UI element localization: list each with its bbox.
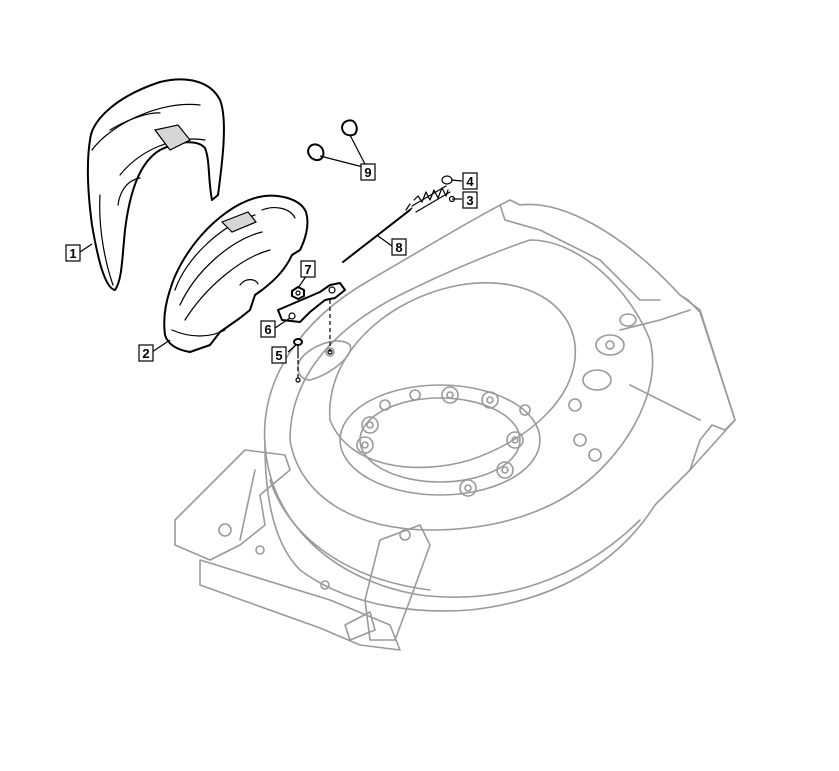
callout-number: 8 (395, 240, 402, 255)
callout-number: 5 (275, 348, 282, 363)
assembly-lines (295, 300, 333, 383)
callout-5: 5 (271, 346, 287, 364)
leader-lines (79, 134, 463, 353)
callout-8: 8 (391, 238, 407, 256)
mounting-bracket (277, 282, 346, 323)
rear-guard-upper (86, 78, 225, 291)
callout-3: 3 (462, 191, 478, 209)
end-caps (307, 119, 358, 161)
rear-guard-lower (163, 194, 309, 353)
callout-number: 6 (264, 322, 271, 337)
screw (293, 338, 303, 359)
torsion-spring (405, 185, 451, 213)
hinge-rod (342, 207, 413, 263)
callout-1: 1 (65, 244, 81, 262)
callout-number: 3 (466, 193, 473, 208)
callout-9: 9 (360, 163, 376, 181)
callout-number: 1 (69, 246, 76, 261)
mower-deck (174, 199, 736, 651)
callout-number: 2 (142, 346, 149, 361)
nut (291, 286, 305, 300)
callout-6: 6 (260, 320, 276, 338)
callout-2: 2 (138, 344, 154, 362)
callout-7: 7 (300, 260, 316, 278)
callout-number: 4 (466, 174, 474, 189)
callout-number: 7 (304, 262, 311, 277)
callout-4: 4 (462, 172, 478, 190)
callout-number: 9 (364, 165, 371, 180)
